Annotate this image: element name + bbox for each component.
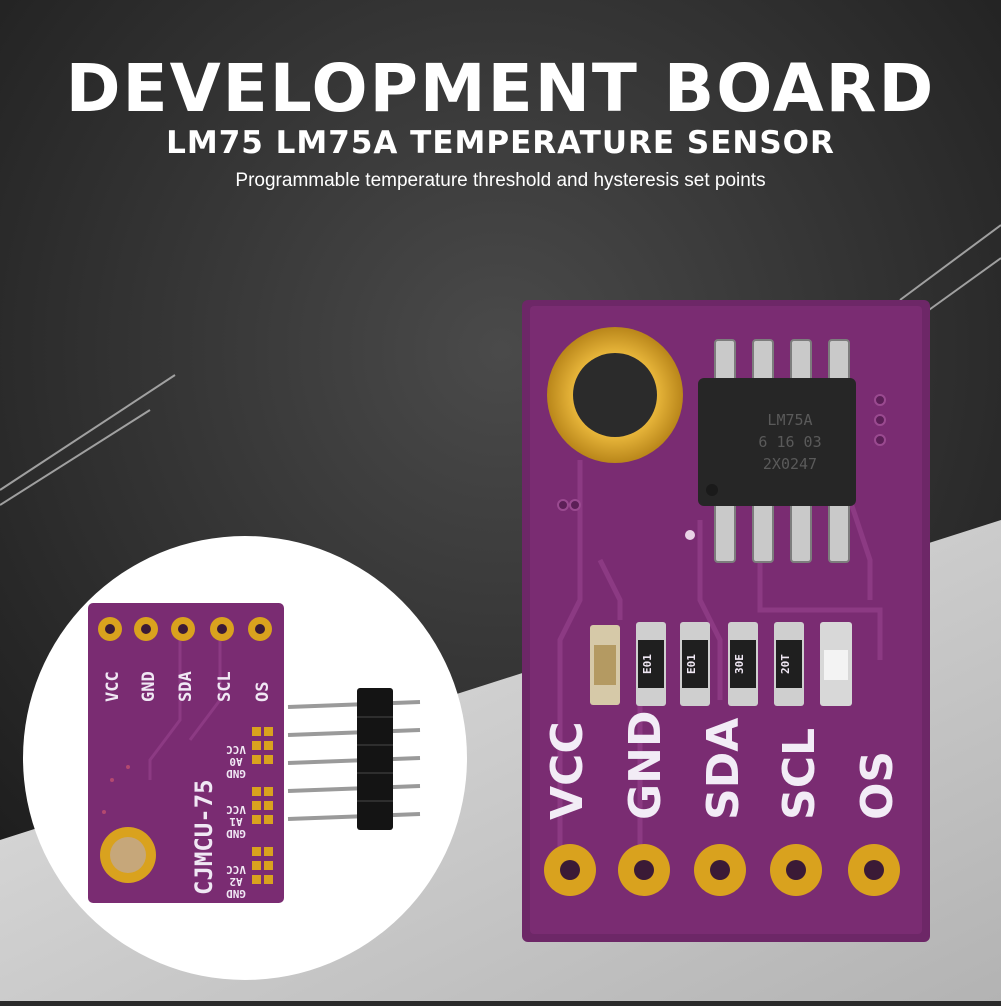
addr-label-vcc-1: VCC	[226, 803, 246, 816]
inset-pin-os: OS	[253, 682, 273, 702]
addr-label-vcc-2: VCC	[226, 863, 246, 876]
inset-pin-sda: SDA	[176, 671, 196, 702]
header-pads	[544, 844, 900, 896]
addr-label-gnd-2: GND	[226, 887, 246, 900]
lm75a-chip: LM75A 6 16 03 2X0247	[698, 339, 856, 563]
inset-model-label: CJMCU-75	[190, 779, 218, 895]
addr-label-a0: A0	[229, 755, 242, 768]
smd-components: E01 E01 30E 20T	[590, 622, 852, 706]
inset-pin-vcc: VCC	[103, 671, 123, 702]
smd-code-2: E01	[685, 654, 698, 674]
product-description: Programmable temperature threshold and h…	[235, 170, 766, 191]
smd-code-4: 20T	[779, 654, 792, 674]
inset-view: VCC GND SDA SCL OS CJMCU-75 VCC A0 GND V…	[23, 536, 467, 980]
decorative-lines	[0, 224, 1001, 506]
pin-header	[287, 688, 421, 830]
chip-marking-2: 6 16 03	[758, 433, 821, 451]
addr-label-a1: A1	[229, 815, 243, 828]
main-board: LM75A 6 16 03 2X0247 E01 E01	[522, 300, 930, 942]
pin-label-gnd: GND	[620, 711, 671, 820]
inset-board: VCC GND SDA SCL OS CJMCU-75 VCC A0 GND V…	[88, 603, 284, 903]
main-pin-labels: VCC GND SDA SCL OS	[542, 711, 903, 820]
smd-code-1: E01	[641, 654, 654, 674]
product-subtitle: LM75 LM75A TEMPERATURE SENSOR	[166, 125, 835, 161]
addr-label-a2: A2	[229, 875, 242, 888]
inset-pin-scl: SCL	[215, 671, 235, 702]
pin-label-scl: SCL	[774, 728, 825, 820]
chip-marking-1: LM75A	[767, 411, 812, 429]
addr-label-vcc-0: VCC	[226, 743, 246, 756]
pin-label-vcc: VCC	[542, 721, 593, 820]
smd-code-3: 30E	[733, 654, 746, 674]
pin-label-os: OS	[852, 751, 903, 820]
addr-label-gnd-0: GND	[226, 767, 246, 780]
chip-marking-3: 2X0247	[763, 455, 817, 473]
addr-label-gnd-1: GND	[226, 827, 246, 840]
inset-pin-gnd: GND	[139, 671, 159, 702]
pin-label-sda: SDA	[698, 718, 749, 820]
page-title: DEVELOPMENT BOARD	[65, 50, 936, 127]
